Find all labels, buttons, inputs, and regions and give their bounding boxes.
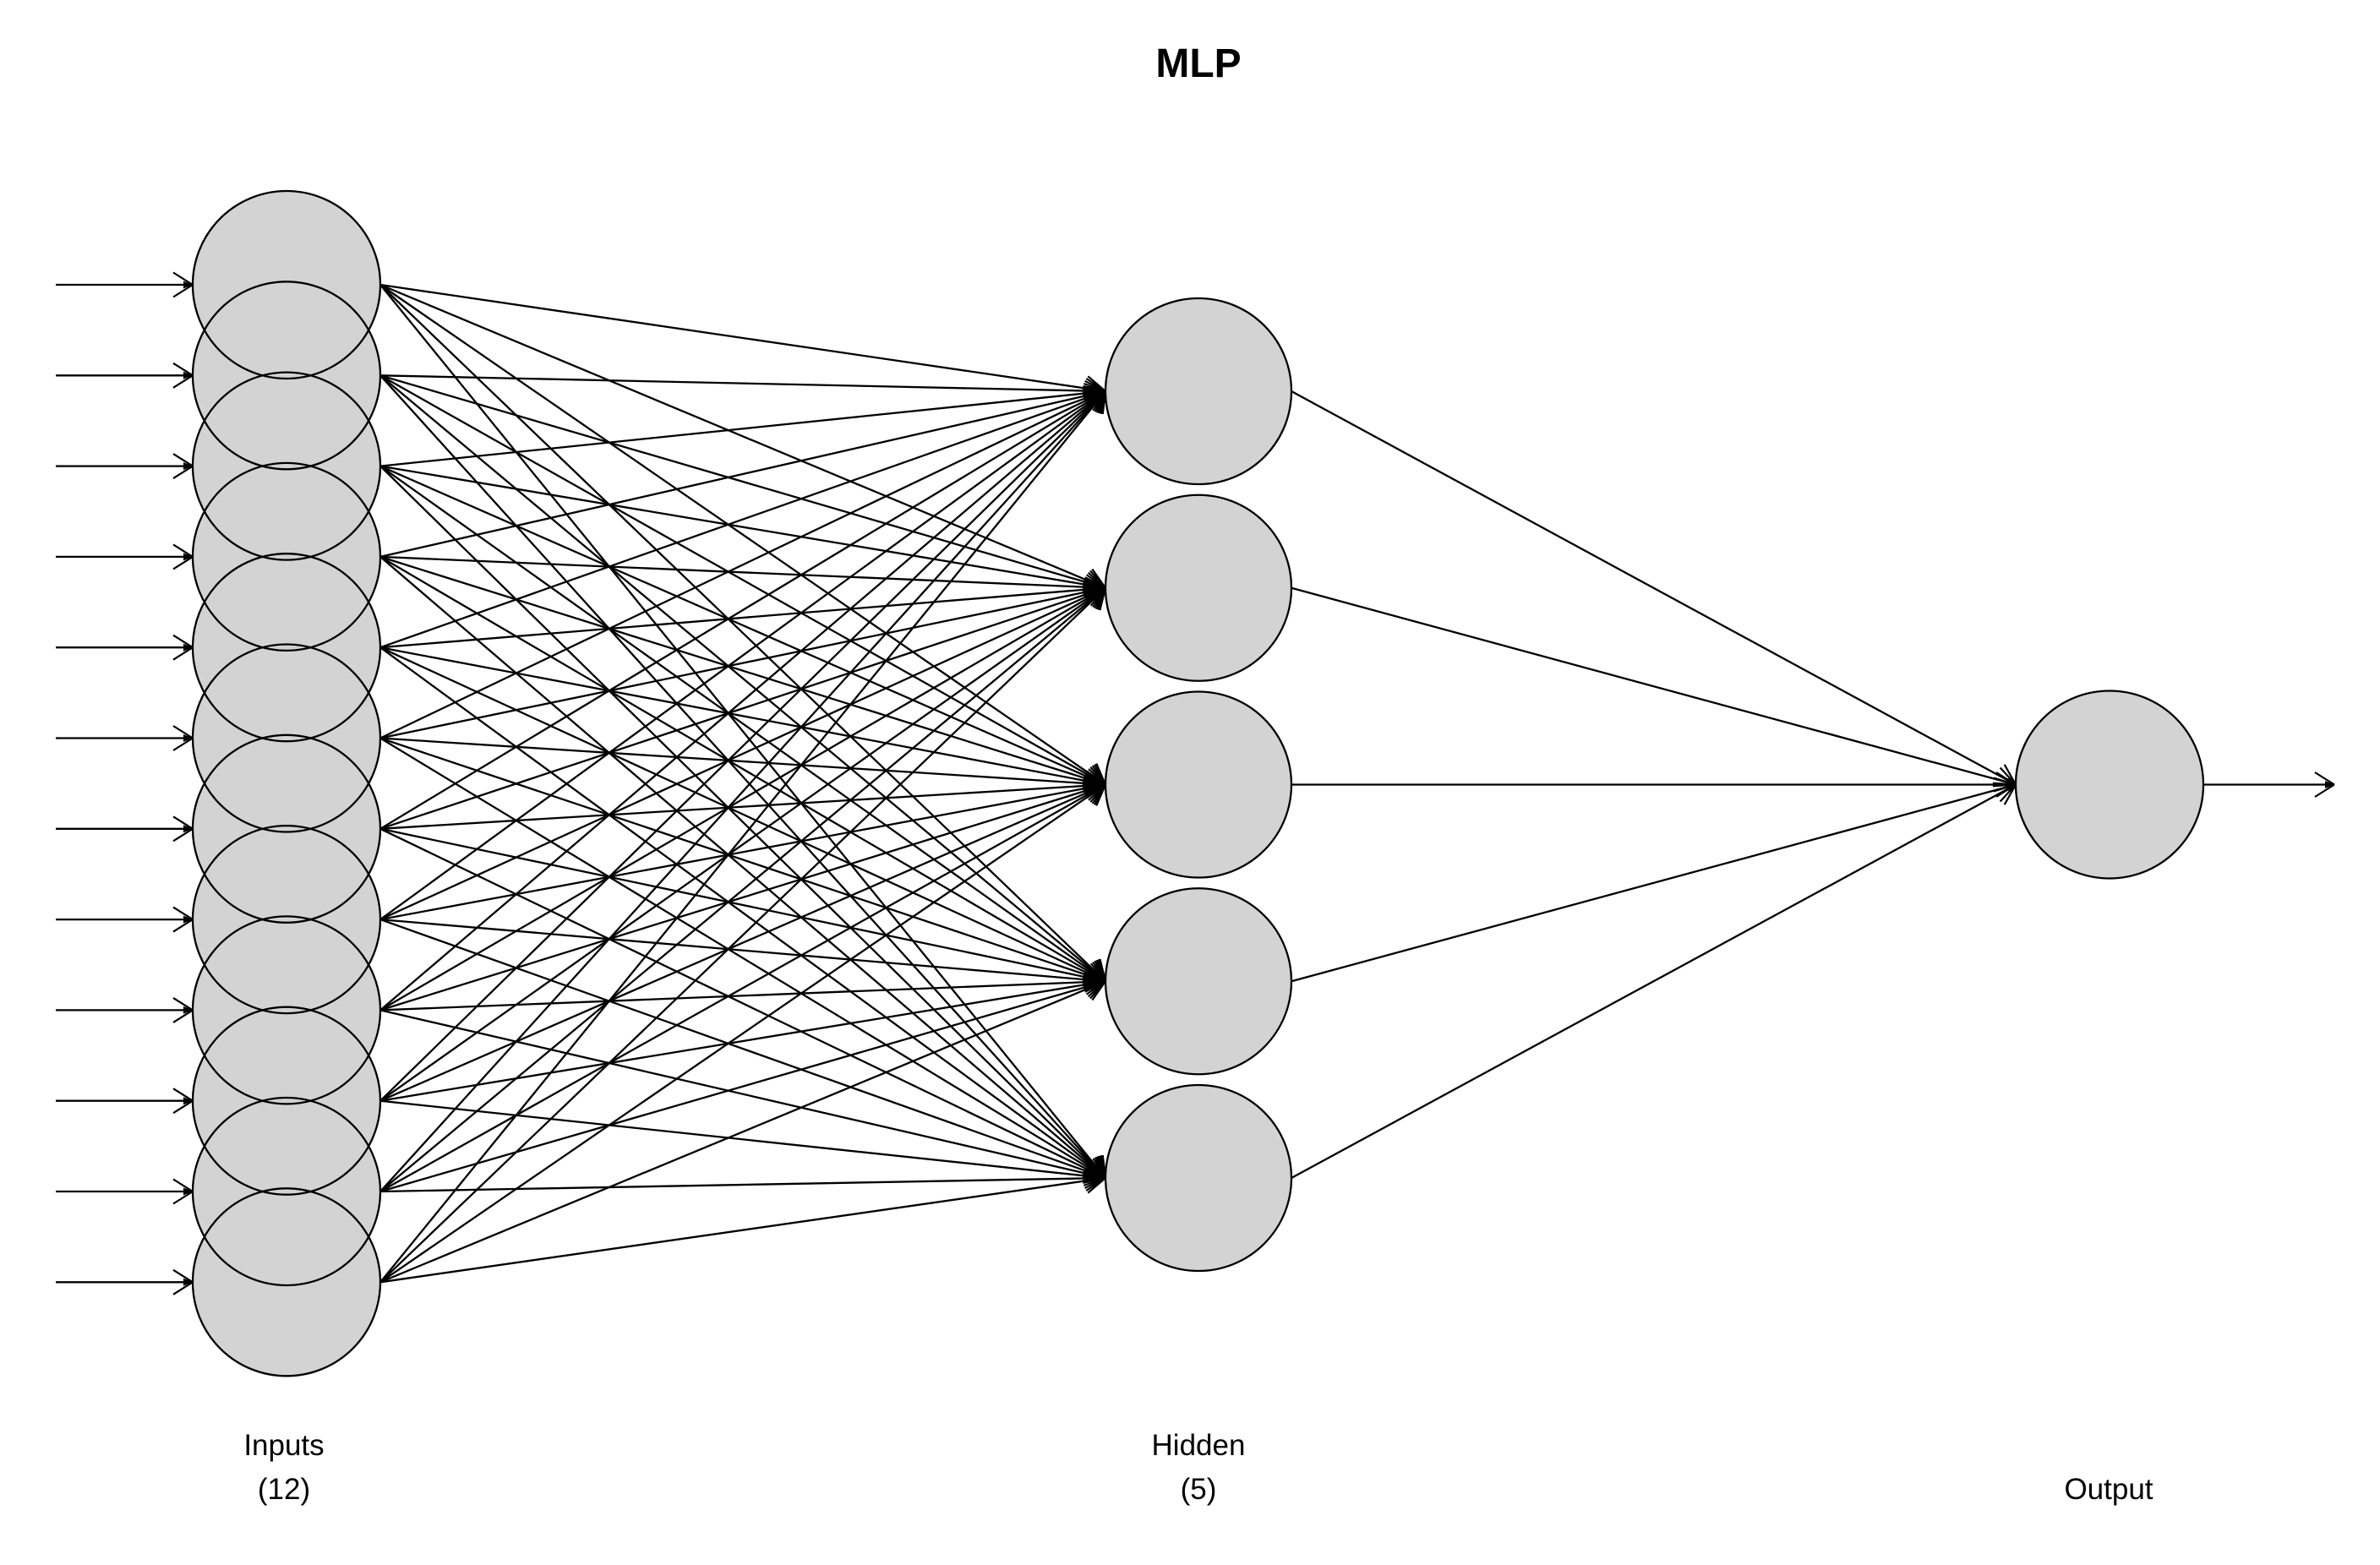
edge-input-to-hidden (379, 390, 1107, 1284)
hidden-node-outline (1104, 1083, 1293, 1273)
input-node-outline (191, 824, 382, 1015)
output-node-outline (2014, 690, 2205, 880)
hidden-node-outline (1104, 297, 1293, 486)
edge-hidden-to-output (1291, 782, 2017, 1180)
edge-input-to-hidden (379, 1167, 1106, 1284)
input-layer-label: Inputs (243, 1429, 324, 1462)
hidden-node-fill (1105, 494, 1291, 681)
input-node-outline (191, 1006, 382, 1196)
edge-input-to-hidden (379, 586, 1106, 1012)
input-node-outline (191, 733, 382, 924)
input-node-outline (191, 643, 382, 833)
edge-input-to-hidden (379, 783, 1107, 1284)
output-node-fill (2016, 690, 2203, 879)
edge-input-to-hidden (379, 780, 1106, 1102)
edge-input-to-hidden (379, 775, 1106, 921)
input-node-outline (191, 1187, 382, 1377)
edge-input-to-hidden (379, 584, 1106, 921)
input-layer-count: (12) (258, 1473, 310, 1506)
edge-input-to-hidden (379, 387, 1106, 739)
labels-layer: MLP Inputs (12) Hidden (5) Output (243, 41, 2153, 1506)
edge-input-to-hidden (379, 586, 1107, 1284)
edge-input-to-hidden (379, 646, 1107, 1180)
edge-input-to-hidden (379, 284, 1107, 1180)
hidden-node-outline (1104, 493, 1293, 682)
edge-input-to-hidden (379, 1099, 1106, 1189)
edge-hidden-to-output (1291, 777, 2017, 983)
edge-input-to-hidden (379, 973, 1106, 1193)
hidden-node-fill (1105, 691, 1291, 878)
edge-input-to-hidden (379, 390, 1107, 921)
input-node-fill (193, 1188, 380, 1377)
hidden-node-fill (1105, 298, 1291, 484)
edge-hidden-to-output (1291, 390, 2017, 788)
edge-input-to-hidden (379, 581, 1106, 830)
edge-input-to-hidden (379, 555, 1106, 984)
edge-input-to-hidden (379, 374, 1106, 596)
node-outlines-layer (191, 189, 2205, 1377)
edge-input-to-hidden (379, 737, 1106, 988)
input-node-outline (191, 189, 382, 380)
edge-input-to-hidden (379, 586, 1107, 1192)
edge-input-to-hidden (379, 390, 1106, 830)
node-fills-layer (193, 191, 2203, 1377)
input-node-outline (191, 915, 382, 1105)
edge-input-to-hidden (379, 1009, 1106, 1186)
output-layer-label: Output (2064, 1473, 2153, 1506)
edge-input-to-hidden (379, 777, 1106, 1012)
edge-hidden-to-output (1291, 586, 2017, 793)
hidden-node-outline (1104, 887, 1293, 1076)
edge-input-to-hidden (379, 579, 1106, 739)
edge-input-to-hidden (379, 284, 1107, 786)
edge-input-to-hidden (379, 968, 1106, 1012)
input-node-outline (191, 553, 382, 743)
edge-input-to-hidden (379, 782, 1106, 1193)
edge-input-to-hidden (379, 976, 1106, 1284)
hidden-node-outline (1104, 690, 1293, 879)
edge-input-to-hidden (379, 374, 1107, 983)
edge-input-to-hidden (379, 555, 1106, 792)
edge-input-to-hidden (379, 586, 1107, 1102)
edge-input-to-hidden (379, 919, 1106, 1185)
edge-input-to-hidden (379, 374, 1106, 787)
input-node-outline (191, 281, 382, 471)
edge-input-to-hidden (379, 374, 1106, 404)
edge-input-to-hidden (379, 465, 1106, 789)
hidden-node-fill (1105, 888, 1291, 1075)
edge-input-to-hidden (379, 284, 1107, 983)
diagram-title: MLP (1155, 41, 1241, 86)
edge-input-to-hidden (379, 382, 1106, 559)
edge-input-to-hidden (379, 465, 1107, 983)
edge-input-to-hidden (379, 374, 1107, 1180)
edge-input-to-hidden (379, 379, 1106, 467)
edges-layer (56, 271, 2335, 1295)
input-node-outline (191, 461, 382, 652)
edge-input-to-hidden (379, 737, 1106, 1180)
hidden-layer-label: Hidden (1152, 1429, 1246, 1462)
edge-input-to-hidden (379, 556, 1107, 1180)
edge-input-to-hidden (379, 390, 1107, 1102)
edge-input-to-hidden (379, 465, 1107, 1180)
hidden-node-fill (1105, 1085, 1291, 1271)
edge-input-to-hidden (379, 918, 1106, 993)
edge-input-to-hidden (379, 827, 1106, 1182)
edge-input-to-hidden (379, 646, 1106, 794)
edge-input-to-hidden (379, 772, 1106, 830)
edge-input-to-hidden (379, 384, 1106, 649)
edge-input-to-hidden (379, 465, 1106, 598)
edge-input-to-hidden (379, 971, 1106, 1102)
edge-input-to-hidden (379, 555, 1106, 601)
edge-input-to-hidden (379, 827, 1106, 990)
edge-input-to-hidden (379, 390, 1107, 1012)
edge-input-to-hidden (379, 646, 1106, 985)
input-node-outline (191, 1096, 382, 1287)
edge-input-to-hidden (379, 1164, 1106, 1193)
edge-input-to-hidden (379, 737, 1106, 797)
edge-input-to-hidden (379, 576, 1106, 649)
edge-input-to-hidden (379, 390, 1107, 1192)
hidden-layer-count: (5) (1181, 1473, 1217, 1506)
input-node-outline (191, 371, 382, 561)
edge-input-to-hidden (379, 283, 1106, 593)
edge-input-to-hidden (379, 283, 1106, 402)
